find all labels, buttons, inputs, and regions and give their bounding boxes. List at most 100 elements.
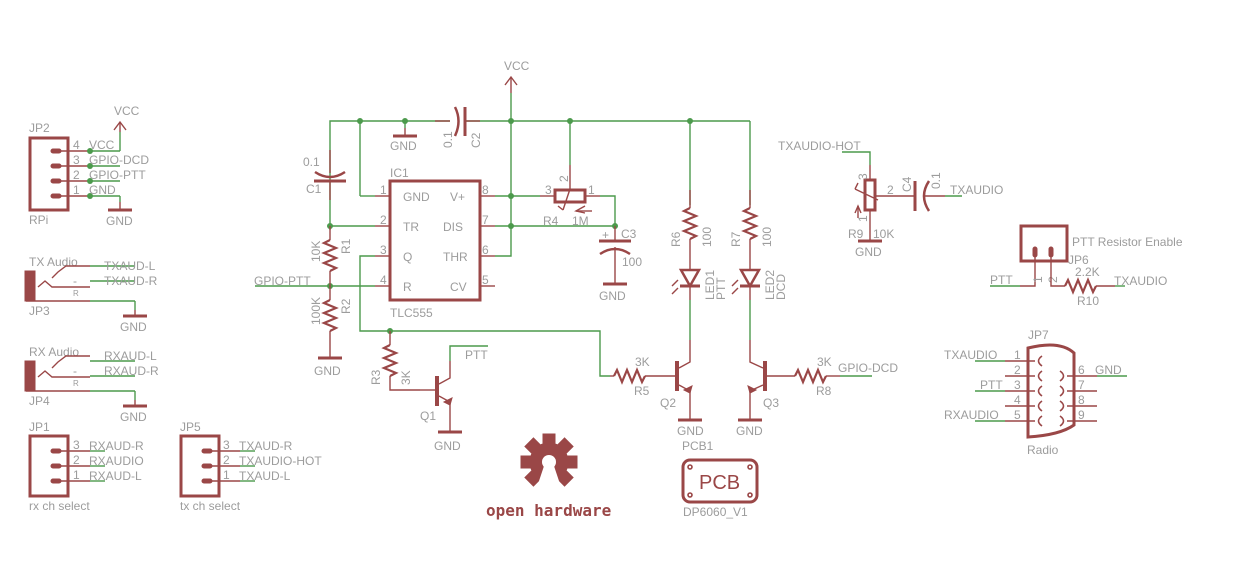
pin-label: CV xyxy=(450,280,467,294)
net-label: TXAUD-L xyxy=(104,259,156,273)
gear-icon xyxy=(520,433,578,487)
led1[interactable]: LED1 PTT xyxy=(671,268,728,355)
jp5-header[interactable]: JP5 tx ch select 3 2 1 TXAUD-R TXAUDIO-H… xyxy=(179,420,322,513)
net-label: PTT xyxy=(990,273,1013,287)
r9-trimmer[interactable]: TXAUDIO-HOT GND 3 2 1 R9 10K xyxy=(778,139,915,259)
pcb-body-label: PCB xyxy=(699,472,740,494)
pcb1-frame[interactable]: PCB1 PCB DP6060_V1 xyxy=(681,439,759,519)
pin-number: 4 xyxy=(1014,393,1021,407)
r9-value: 10K xyxy=(873,227,894,241)
r9-name: R9 xyxy=(848,227,864,241)
jp6-name: JP6 xyxy=(1068,253,1089,267)
jp2-header[interactable]: JP2 RPi 4 3 2 1 VCC GPIO-DCD GPIO-PTT GN… xyxy=(28,104,149,228)
jp5-value: tx ch select xyxy=(180,499,241,513)
pin-number: 6 xyxy=(482,243,489,257)
pin-number: 3 xyxy=(73,153,80,167)
pin-label: Q xyxy=(403,250,412,264)
r5-resistor[interactable]: 3K R5 xyxy=(610,355,675,398)
c4-capacitor[interactable]: C4 0.1 TXAUDIO xyxy=(900,172,1003,212)
net-label: RXAUDIO xyxy=(89,454,144,468)
jp4-name: JP4 xyxy=(29,394,50,408)
led1-name: LED1 xyxy=(703,270,717,300)
q3-transistor[interactable]: GND Q3 xyxy=(736,355,779,438)
jp5-name: JP5 xyxy=(180,420,201,434)
r3-resistor[interactable]: R3 3K xyxy=(369,331,420,391)
led-diode-icon xyxy=(738,268,762,289)
q2-name: Q2 xyxy=(660,396,676,410)
pin-label: THR xyxy=(443,250,468,264)
r4-value: 1M xyxy=(572,214,589,228)
net-label: PTT xyxy=(465,348,488,362)
pin-number: 3 xyxy=(73,438,80,452)
pcb1-value: DP6060_V1 xyxy=(683,505,748,519)
q1-transistor[interactable]: PTT GND Q1 xyxy=(420,345,488,453)
gnd-label: GND xyxy=(599,289,626,303)
r2-resistor[interactable]: GND 100K R2 xyxy=(309,286,353,378)
pin-number: 5 xyxy=(482,273,489,287)
r10-resistor[interactable]: 2.2K R10 TXAUDIO xyxy=(1064,265,1167,308)
c1-name: C1 xyxy=(306,182,322,196)
r7-name: R7 xyxy=(729,231,743,247)
pin-number: 2 xyxy=(887,183,894,197)
r8-value: 3K xyxy=(817,355,832,369)
r8-resistor[interactable]: 3K R8 GPIO-DCD xyxy=(767,355,898,398)
pin-number: 3 xyxy=(545,183,552,197)
jp4-audio-jack[interactable]: RX Audio - R GND RXAUD-L RXAUD-R JP4 xyxy=(24,345,159,424)
jp3-audio-jack[interactable]: TX Audio - R GND TXAUD-L TXAUD-R JP3 xyxy=(24,255,158,334)
pin-label: R xyxy=(403,280,412,294)
jp6-body xyxy=(1019,224,1069,263)
pin-label: V+ xyxy=(450,190,465,204)
net-label: TXAUDIO-HOT xyxy=(239,454,322,468)
net-label: RXAUDIO xyxy=(944,408,999,422)
tip-mark: - xyxy=(73,364,77,378)
db9-shell xyxy=(1026,343,1076,439)
net-label: TXAUDIO xyxy=(950,183,1003,197)
pin-number: 8 xyxy=(482,183,489,197)
vcc-arrow-icon xyxy=(504,75,518,86)
r7-resistor[interactable]: R7 100 xyxy=(729,190,774,270)
jp6-jumper[interactable]: PTT Resistor Enable JP6 PTT 1 2 xyxy=(990,224,1183,287)
pin-number: 6 xyxy=(1078,363,1085,377)
q2-transistor[interactable]: GND Q2 xyxy=(660,355,704,438)
pin-number: 1 xyxy=(856,215,870,222)
r4-trimmer[interactable]: 3 2 1 R4 1M xyxy=(540,165,600,228)
net-label: GPIO-DCD xyxy=(89,153,149,167)
r4-body xyxy=(553,188,587,204)
pin-number: 3 xyxy=(380,243,387,257)
net-label: TXAUD-R xyxy=(239,439,293,453)
ic1-tlc555[interactable]: IC1 TLC555 1 2 3 4 GND TR Q R 8 7 6 5 V+ xyxy=(375,166,495,320)
ring-mark: R xyxy=(73,379,79,388)
net-label: RXAUD-L xyxy=(89,469,142,483)
r1-resistor[interactable]: 10K R1 xyxy=(309,226,353,286)
pcb1-name: PCB1 xyxy=(682,439,714,453)
jp2-value: RPi xyxy=(29,213,48,227)
pin-number: 3 xyxy=(856,173,870,180)
pin-label: TR xyxy=(403,220,419,234)
jp2-name: JP2 xyxy=(29,121,50,135)
net-label: PTT xyxy=(980,378,1003,392)
c4-value: 0.1 xyxy=(929,172,943,189)
r6-resistor[interactable]: R6 100 xyxy=(669,190,714,270)
r6-value: 100 xyxy=(700,227,714,247)
led2[interactable]: LED2 DCD xyxy=(731,268,788,355)
jp4-title: RX Audio xyxy=(29,345,79,359)
ic1-nets: GPIO-PTT xyxy=(254,193,618,377)
r8-name: R8 xyxy=(816,384,832,398)
jp7-db9-connector[interactable]: JP7 1 2 3 4 5 6 7 8 9 xyxy=(944,328,1127,457)
c1-capacitor[interactable]: 0.1 C1 xyxy=(303,150,346,200)
c2-capacitor[interactable]: 0.1 C2 xyxy=(435,106,483,148)
pin-number: 7 xyxy=(1078,378,1085,392)
jp1-header[interactable]: JP1 rx ch select 3 2 1 RXAUD-R RXAUDIO R… xyxy=(28,420,144,513)
gnd-label: GND xyxy=(120,410,147,424)
r7-value: 100 xyxy=(760,227,774,247)
net-label: GPIO-DCD xyxy=(838,361,898,375)
net-label: TXAUD-L xyxy=(239,469,291,483)
c3-capacitor[interactable]: GND + C3 100 xyxy=(599,226,642,303)
jp3-name: JP3 xyxy=(29,304,50,318)
r2-name: R2 xyxy=(339,298,353,314)
vcc-rail: GND VCC xyxy=(329,59,751,230)
pin-number: 1 xyxy=(1014,348,1021,362)
pin-number: 4 xyxy=(73,138,80,152)
c2-value: 0.1 xyxy=(441,131,455,148)
ic1-right-pins: 8 7 6 5 V+ DIS THR CV xyxy=(443,183,495,294)
